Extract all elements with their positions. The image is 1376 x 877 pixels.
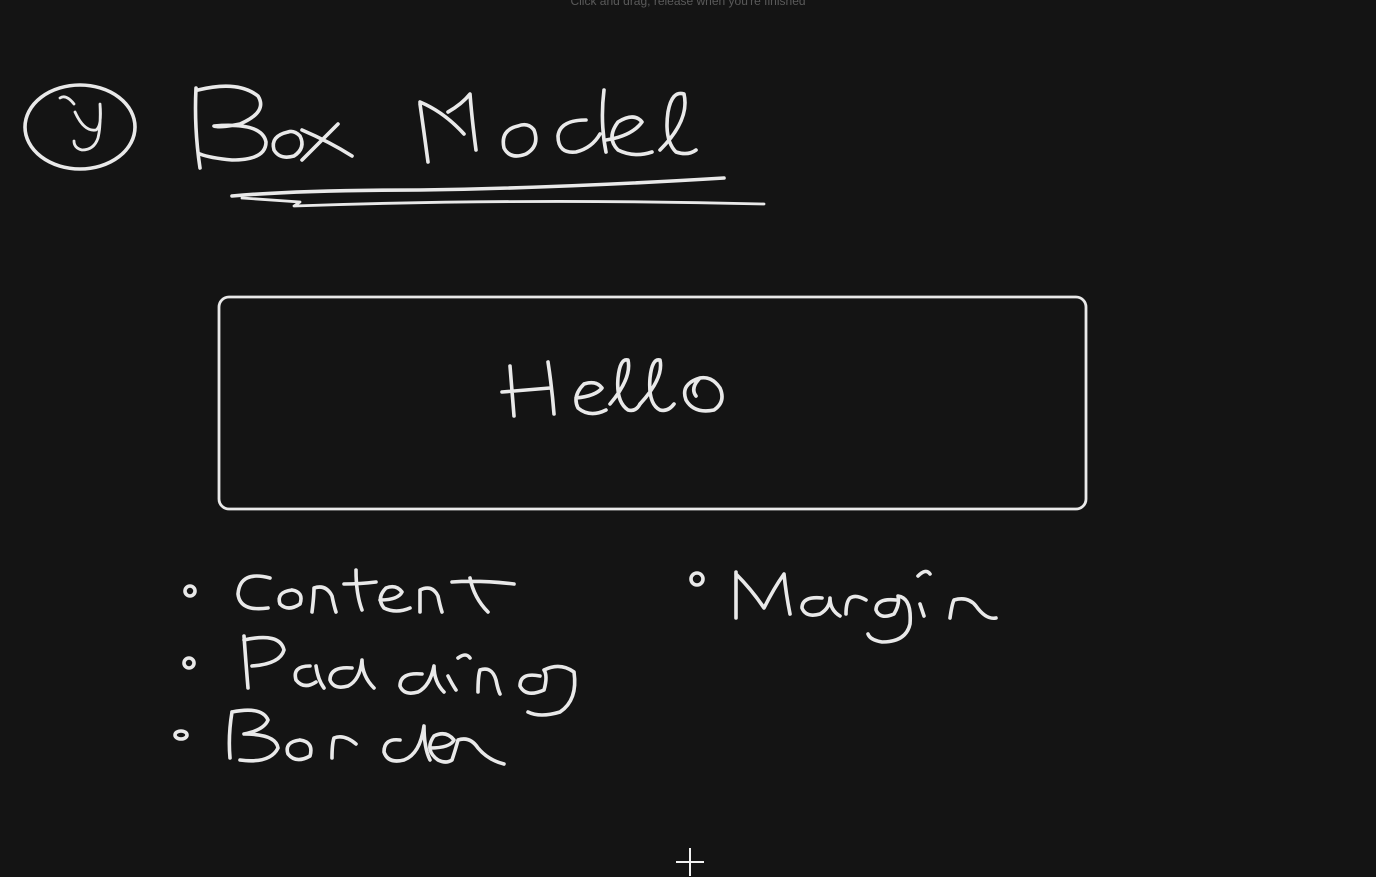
handwritten-side-item xyxy=(689,569,998,644)
handwritten-title xyxy=(193,84,766,208)
handwritten-box-text xyxy=(500,358,724,418)
box-outline xyxy=(217,295,1088,511)
bullet-icon xyxy=(689,571,705,587)
canvas-hint: Click and drag, release when you're fini… xyxy=(570,0,806,8)
section-number-circled xyxy=(23,83,137,171)
crosshair-icon xyxy=(676,848,704,876)
bullet-icon xyxy=(183,584,197,598)
handwritten-number xyxy=(58,95,102,152)
bullet-icon xyxy=(173,729,189,741)
title-underline xyxy=(230,176,726,198)
handwritten-list xyxy=(173,568,577,766)
title-underline-2 xyxy=(240,196,766,208)
number-circle xyxy=(23,83,137,171)
bullet-icon xyxy=(182,656,196,670)
